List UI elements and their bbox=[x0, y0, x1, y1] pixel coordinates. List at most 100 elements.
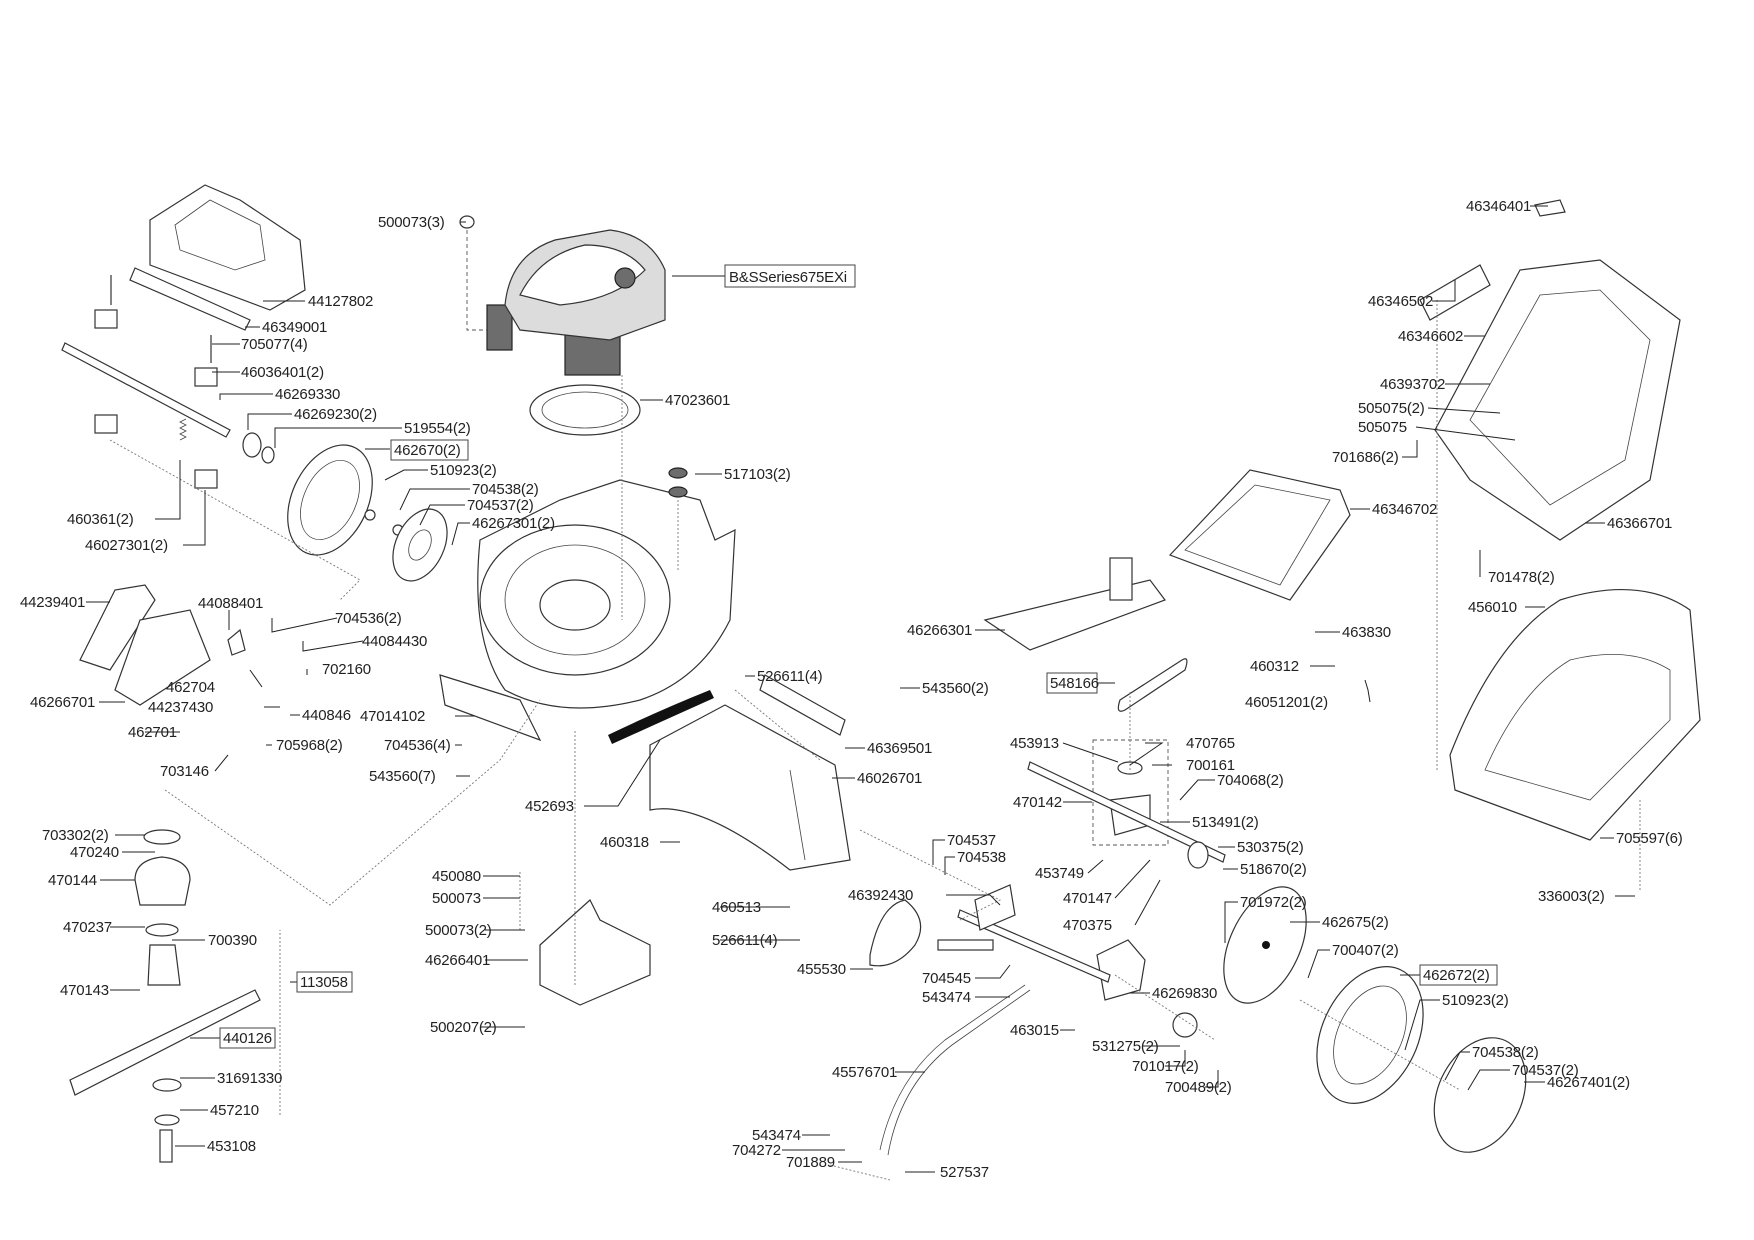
part-label: 517103(2) bbox=[724, 466, 791, 483]
part-label: 543560(7) bbox=[369, 768, 436, 785]
part-label: 470237 bbox=[63, 919, 112, 936]
part-label: 455530 bbox=[797, 961, 846, 978]
part-label: 526611(4) bbox=[757, 668, 823, 685]
deflector-part bbox=[983, 557, 1166, 651]
engine-part bbox=[459, 215, 666, 376]
axle-bracket-part bbox=[957, 884, 1146, 1001]
part-label: 701017(2) bbox=[1132, 1058, 1199, 1075]
leader-lines bbox=[86, 205, 1635, 1173]
part-label: 519554(2) bbox=[404, 420, 471, 437]
part-label: 704538 bbox=[957, 849, 1006, 866]
part-label: 704537(2) bbox=[1512, 1062, 1579, 1079]
part-label: 44237430 bbox=[148, 699, 213, 716]
part-label: 462701 bbox=[128, 724, 177, 741]
part-label: 336003(2) bbox=[1538, 888, 1605, 905]
part-label: 462704 bbox=[166, 679, 215, 696]
part-label: 531275(2) bbox=[1092, 1038, 1159, 1055]
part-label: 543474 bbox=[752, 1127, 801, 1144]
part-label: 505075 bbox=[1358, 419, 1407, 436]
part-label: 440846 bbox=[302, 707, 351, 724]
part-label: 500073(3) bbox=[378, 214, 445, 231]
part-label: 470147 bbox=[1063, 890, 1112, 907]
part-label: 700390 bbox=[208, 932, 257, 949]
part-label: 548166 bbox=[1050, 675, 1099, 692]
part-label: 46267401(2) bbox=[1547, 1074, 1630, 1091]
drive-belt-part bbox=[1117, 658, 1188, 712]
part-label: 46346602 bbox=[1398, 328, 1463, 345]
part-label: 704545 bbox=[922, 970, 971, 987]
part-label: 505075(2) bbox=[1358, 400, 1425, 417]
part-label: 463830 bbox=[1342, 624, 1391, 641]
part-label: 46266701 bbox=[30, 694, 95, 711]
part-label: 704537 bbox=[947, 832, 996, 849]
grass-catcher-bag-part bbox=[1449, 588, 1701, 841]
part-label: 44084430 bbox=[362, 633, 427, 650]
part-label: 704272 bbox=[732, 1142, 781, 1159]
mulch-plug-part bbox=[539, 899, 651, 1006]
part-label: 462670(2) bbox=[394, 442, 461, 459]
label-box bbox=[724, 264, 856, 288]
part-label: 701478(2) bbox=[1488, 569, 1555, 586]
part-label: 460312 bbox=[1250, 658, 1299, 675]
rear-cover-part bbox=[129, 184, 306, 331]
part-labels: 500073(3) B&SSeries675EXi 44127802 46349… bbox=[20, 198, 1683, 1181]
label-box bbox=[1419, 964, 1498, 986]
part-label: 46266301 bbox=[907, 622, 972, 639]
part-label: 452693 bbox=[525, 798, 574, 815]
part-label: 703302(2) bbox=[42, 827, 109, 844]
catcher-lid-part bbox=[1168, 469, 1351, 601]
front-wheel-part bbox=[287, 444, 448, 582]
part-label: 46051201(2) bbox=[1245, 694, 1328, 711]
label-box bbox=[296, 971, 353, 993]
part-label: 543474 bbox=[922, 989, 971, 1006]
part-label: 530375(2) bbox=[1237, 839, 1304, 856]
part-label: 510923(2) bbox=[430, 462, 497, 479]
label-box bbox=[1046, 672, 1098, 694]
part-label: 462675(2) bbox=[1322, 914, 1389, 931]
part-label: 705077(4) bbox=[241, 336, 308, 353]
discharge-chute-part bbox=[649, 674, 851, 871]
rear-hub-cap-part bbox=[1223, 886, 1307, 1004]
grass-catcher-top-part bbox=[1419, 199, 1681, 541]
part-label: 46366701 bbox=[1607, 515, 1672, 532]
part-label: 470765 bbox=[1186, 735, 1235, 752]
part-label: 705968(2) bbox=[276, 737, 343, 754]
part-label: 46266401 bbox=[425, 952, 490, 969]
part-label: 704536(2) bbox=[335, 610, 402, 627]
part-label: 462672(2) bbox=[1423, 967, 1490, 984]
part-label: 46393702 bbox=[1380, 376, 1445, 393]
part-label-engine: B&SSeries675EXi bbox=[729, 269, 847, 286]
part-label: 527537 bbox=[940, 1164, 989, 1181]
part-label: 704536(4) bbox=[384, 737, 451, 754]
part-label: 46269330 bbox=[275, 386, 340, 403]
foam-strip-part bbox=[608, 690, 714, 744]
part-label: 113058 bbox=[300, 974, 348, 991]
part-label: 47023601 bbox=[665, 392, 730, 409]
part-label: 46026701 bbox=[857, 770, 922, 787]
part-label: 470240 bbox=[70, 844, 119, 861]
part-label: 46269830 bbox=[1152, 985, 1217, 1002]
part-label: 543560(2) bbox=[922, 680, 989, 697]
part-label: 457210 bbox=[210, 1102, 259, 1119]
part-label: 460318 bbox=[600, 834, 649, 851]
part-label: 518670(2) bbox=[1240, 861, 1307, 878]
gearbox-part bbox=[1027, 739, 1226, 869]
part-label: 463015 bbox=[1010, 1022, 1059, 1039]
part-label: 453749 bbox=[1035, 865, 1084, 882]
part-label: 456010 bbox=[1468, 599, 1517, 616]
part-label: 46392430 bbox=[848, 887, 913, 904]
part-label: 500073(2) bbox=[425, 922, 492, 939]
part-label: 46349001 bbox=[262, 319, 327, 336]
part-label: 701889 bbox=[786, 1154, 835, 1171]
part-label: 701686(2) bbox=[1332, 449, 1399, 466]
part-label: 470375 bbox=[1063, 917, 1112, 934]
height-adjust-axle-part bbox=[61, 275, 275, 489]
part-label: 46036401(2) bbox=[241, 364, 324, 381]
part-label: 46027301(2) bbox=[85, 537, 168, 554]
part-label: 700161 bbox=[1186, 757, 1235, 774]
part-label: 46267301(2) bbox=[472, 515, 555, 532]
part-label: 44239401 bbox=[20, 594, 85, 611]
label-box bbox=[219, 1027, 276, 1049]
part-label: 453108 bbox=[207, 1138, 256, 1155]
